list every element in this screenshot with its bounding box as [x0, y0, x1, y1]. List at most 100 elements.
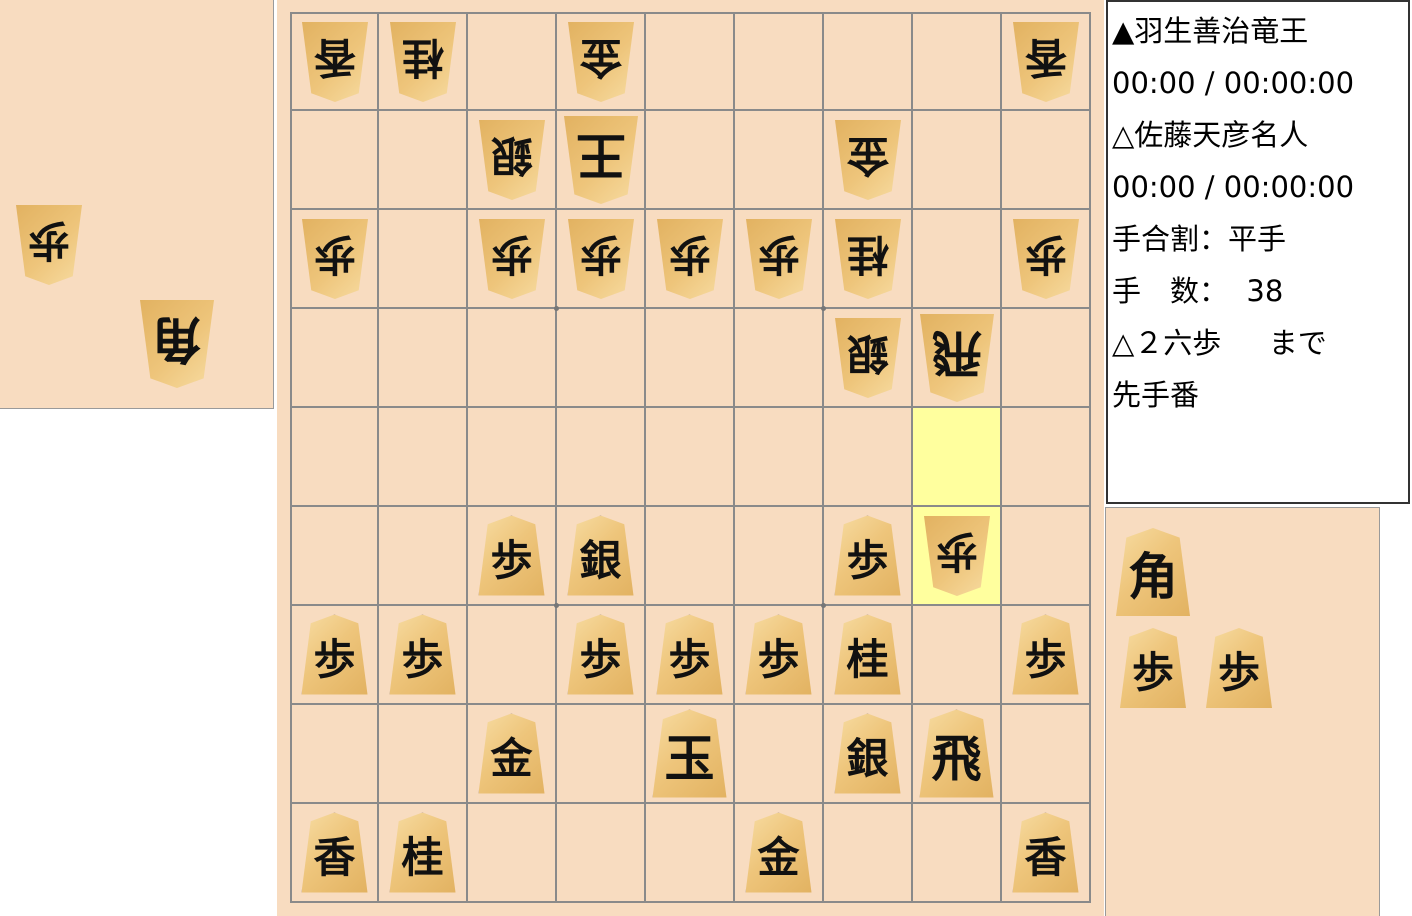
board-square[interactable]	[557, 804, 646, 903]
board-square[interactable]	[646, 309, 735, 408]
board-square[interactable]	[913, 111, 1002, 210]
board-square[interactable]	[1002, 507, 1091, 606]
board-square[interactable]	[913, 408, 1002, 507]
board-square[interactable]	[379, 408, 468, 507]
board-square[interactable]: 歩	[646, 606, 735, 705]
sente-hand-piece[interactable]: 歩	[1120, 628, 1186, 708]
sente-piece[interactable]: 銀	[834, 713, 901, 794]
sente-piece[interactable]: 銀	[567, 515, 634, 596]
board-square[interactable]	[824, 408, 913, 507]
gote-piece[interactable]: 香	[1013, 22, 1079, 102]
sente-piece[interactable]: 角	[1116, 528, 1190, 616]
sente-piece[interactable]: 桂	[834, 614, 901, 695]
board-square[interactable]: 金	[468, 705, 557, 804]
gote-hand-piece[interactable]: 角	[140, 300, 214, 388]
board-square[interactable]	[1002, 705, 1091, 804]
board-square[interactable]	[646, 12, 735, 111]
sente-hand-piece[interactable]: 歩	[1206, 628, 1272, 708]
board-square[interactable]: 金	[735, 804, 824, 903]
board-square[interactable]	[379, 111, 468, 210]
board-square[interactable]: 歩	[735, 606, 824, 705]
board-square[interactable]	[468, 606, 557, 705]
board-square[interactable]	[290, 111, 379, 210]
gote-piece[interactable]: 金	[568, 22, 634, 102]
board-square[interactable]: 香	[1002, 12, 1091, 111]
sente-piece[interactable]: 歩	[656, 614, 723, 695]
board-square[interactable]	[379, 507, 468, 606]
board-square[interactable]: 銀	[824, 309, 913, 408]
board-square[interactable]: 飛	[913, 309, 1002, 408]
board-square[interactable]	[290, 309, 379, 408]
board-square[interactable]	[379, 309, 468, 408]
sente-piece[interactable]: 香	[1012, 812, 1079, 893]
gote-piece[interactable]: 歩	[302, 219, 368, 299]
sente-piece[interactable]: 飛	[919, 709, 994, 798]
board-square[interactable]: 桂	[824, 210, 913, 309]
board-square[interactable]	[913, 210, 1002, 309]
board-square[interactable]	[557, 309, 646, 408]
board-square[interactable]	[913, 804, 1002, 903]
sente-piece[interactable]: 金	[478, 713, 545, 794]
board-square[interactable]	[290, 408, 379, 507]
gote-piece[interactable]: 金	[835, 120, 901, 200]
sente-piece[interactable]: 香	[301, 812, 368, 893]
board-square[interactable]: 桂	[824, 606, 913, 705]
board-square[interactable]	[913, 12, 1002, 111]
board-square[interactable]	[1002, 111, 1091, 210]
board-square[interactable]: 歩	[1002, 210, 1091, 309]
gote-piece[interactable]: 飛	[920, 314, 994, 402]
board-square[interactable]	[1002, 309, 1091, 408]
gote-piece[interactable]: 王	[564, 116, 638, 204]
board-square[interactable]: 歩	[735, 210, 824, 309]
gote-piece[interactable]: 歩	[924, 516, 990, 596]
sente-hand-piece[interactable]: 角	[1116, 528, 1190, 616]
board-square[interactable]	[468, 408, 557, 507]
board-square[interactable]: 金	[557, 12, 646, 111]
board-square[interactable]	[735, 12, 824, 111]
gote-piece[interactable]: 歩	[16, 205, 82, 285]
board-square[interactable]	[646, 507, 735, 606]
board-square[interactable]: 歩	[468, 507, 557, 606]
board-square[interactable]	[290, 507, 379, 606]
gote-piece[interactable]: 歩	[746, 219, 812, 299]
board-square[interactable]: 香	[290, 804, 379, 903]
gote-piece[interactable]: 歩	[479, 219, 545, 299]
board-square[interactable]: 銀	[468, 111, 557, 210]
board-square[interactable]	[735, 408, 824, 507]
sente-piece[interactable]: 金	[745, 812, 812, 893]
gote-piece[interactable]: 歩	[657, 219, 723, 299]
board-square[interactable]	[468, 309, 557, 408]
sente-piece[interactable]: 歩	[301, 614, 368, 695]
board-square[interactable]	[379, 210, 468, 309]
board-square[interactable]	[735, 705, 824, 804]
board-square[interactable]	[646, 408, 735, 507]
board-square[interactable]: 歩	[290, 210, 379, 309]
board-square[interactable]	[290, 705, 379, 804]
board-square[interactable]: 歩	[913, 507, 1002, 606]
gote-piece[interactable]: 桂	[835, 219, 901, 299]
board-square[interactable]	[646, 111, 735, 210]
board-square[interactable]: 桂	[379, 12, 468, 111]
board-square[interactable]	[913, 606, 1002, 705]
board-square[interactable]	[735, 507, 824, 606]
board-square[interactable]	[379, 705, 468, 804]
board-square[interactable]	[557, 408, 646, 507]
sente-piece[interactable]: 歩	[1120, 628, 1186, 708]
board-square[interactable]: 玉	[646, 705, 735, 804]
gote-piece[interactable]: 銀	[835, 318, 901, 398]
sente-piece[interactable]: 歩	[1206, 628, 1272, 708]
board-square[interactable]: 銀	[557, 507, 646, 606]
board-square[interactable]: 歩	[1002, 606, 1091, 705]
board-square[interactable]: 歩	[646, 210, 735, 309]
sente-piece[interactable]: 歩	[567, 614, 634, 695]
sente-piece[interactable]: 桂	[389, 812, 456, 893]
board-square[interactable]	[468, 804, 557, 903]
board-square[interactable]: 銀	[824, 705, 913, 804]
board-square[interactable]: 歩	[824, 507, 913, 606]
board-square[interactable]	[557, 705, 646, 804]
board-square[interactable]	[735, 309, 824, 408]
board-square[interactable]: 歩	[290, 606, 379, 705]
sente-piece[interactable]: 玉	[652, 709, 727, 798]
board-square[interactable]	[646, 804, 735, 903]
board-square[interactable]: 香	[1002, 804, 1091, 903]
